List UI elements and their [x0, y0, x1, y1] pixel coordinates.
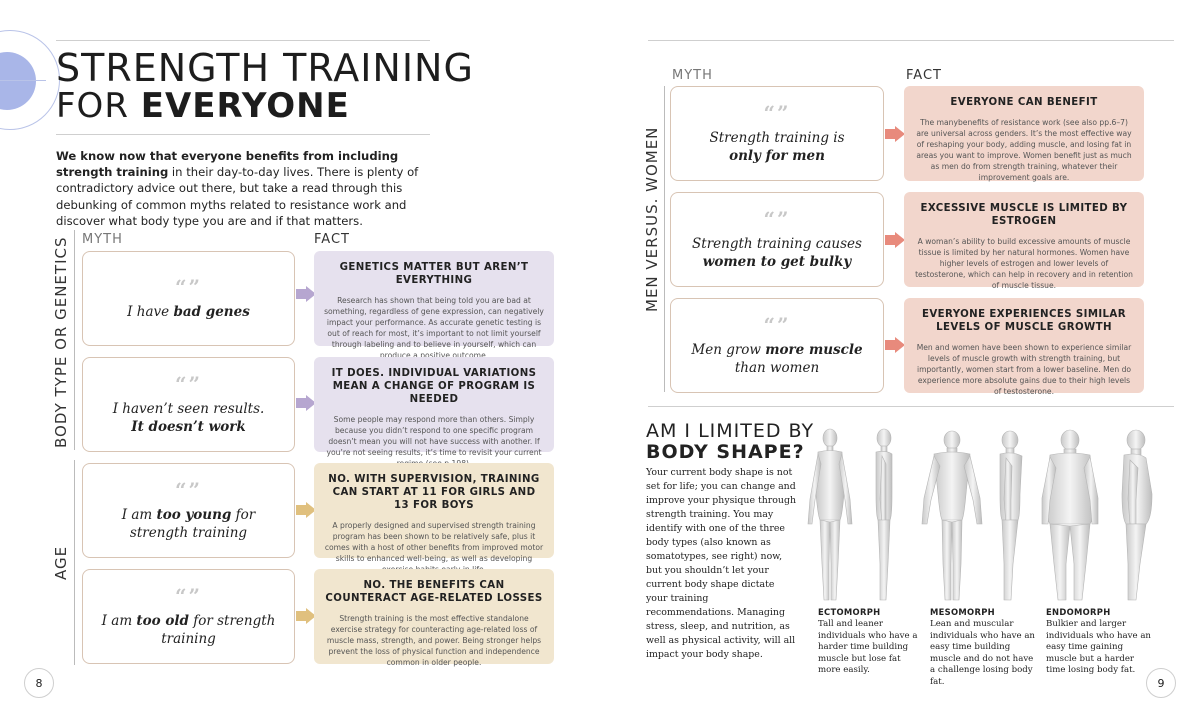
corner-line-decoration: [0, 80, 46, 81]
myth-header-left: MYTH: [82, 232, 123, 247]
arrow-right-icon: [306, 608, 316, 624]
ectomorph-front-figure: [807, 428, 853, 601]
arrow-shaft: [885, 340, 895, 350]
intro-rest: in their day-to-day lives. There is plen…: [56, 165, 419, 228]
quote-icon: “”: [174, 274, 202, 299]
quote-icon: “”: [174, 371, 202, 396]
body-shape-heading-line2: BODY SHAPE?: [646, 441, 805, 463]
quote-icon: “”: [763, 206, 791, 231]
section-label-age: AGE: [52, 545, 70, 580]
section-divider-men-women: [664, 86, 665, 392]
intro-bold: We know now that everyone benefits from …: [56, 149, 399, 180]
fact-body: A properly designed and supervised stren…: [324, 521, 544, 574]
mesomorph-side-figure: [999, 430, 1023, 601]
fact-title: GENETICS MATTER BUT AREN’T EVERYTHING: [339, 262, 529, 286]
somatotype-figures-illustration: [807, 428, 1153, 601]
endomorph-front-figure: [1041, 429, 1099, 601]
body-shape-heading-line1: AM I LIMITED BY: [646, 420, 815, 442]
fact-header-right: FACT: [906, 68, 942, 83]
title-bold: EVERYONE: [140, 86, 350, 126]
quote-icon: “”: [763, 100, 791, 125]
myth-card: “” I haven’t seen results.It doesn’t wor…: [82, 357, 295, 452]
endomorph-side-figure: [1121, 429, 1153, 601]
intro-paragraph: We know now that everyone benefits from …: [56, 148, 434, 229]
title-light: FOR: [56, 86, 141, 126]
fact-title: EVERYONE EXPERIENCES SIMILAR LEVELS OF M…: [922, 309, 1126, 333]
mesomorph-front-figure: [921, 430, 983, 601]
fact-body: The manybenefits of resistance work (see…: [916, 118, 1132, 182]
section-divider-age: [74, 460, 75, 665]
arrow-right-icon: [895, 126, 905, 142]
fact-body: Some people may respond more than others…: [326, 415, 542, 468]
arrow-shaft: [296, 505, 306, 515]
arrow-right-icon: [306, 286, 316, 302]
myth-text: I have bad genes: [127, 303, 250, 320]
somatotype-mesomorph: MESOMORPH Lean and muscular individuals …: [930, 607, 1035, 688]
fact-title: NO. THE BENEFITS CAN COUNTERACT AGE-RELA…: [325, 580, 543, 604]
somatotype-description: Bulkier and larger individuals who have …: [1046, 619, 1151, 675]
arrow-right-icon: [306, 395, 316, 411]
fact-card: GENETICS MATTER BUT AREN’T EVERYTHING Re…: [314, 251, 554, 360]
myth-card: “” I am too old for strength training: [82, 569, 295, 664]
fact-body: Research has shown that being told you a…: [324, 296, 544, 360]
quote-icon: “”: [174, 583, 202, 608]
arrow-shaft: [296, 289, 306, 299]
page-title-line2: FOR EVERYONE: [56, 88, 350, 124]
myth-text: I am too young for strength training: [121, 506, 256, 541]
arrow-shaft: [885, 235, 895, 245]
fact-card: NO. WITH SUPERVISION, TRAINING CAN START…: [314, 463, 554, 574]
myth-header-right: MYTH: [672, 68, 713, 83]
fact-title: EXCESSIVE MUSCLE IS LIMITED BY ESTROGEN: [920, 203, 1128, 227]
quote-icon: “”: [174, 477, 202, 502]
fact-card: EVERYONE CAN BENEFIT The manybenefits of…: [904, 86, 1144, 182]
fact-header-left: FACT: [314, 232, 350, 247]
arrow-right-icon: [306, 502, 316, 518]
arrow-shaft: [296, 398, 306, 408]
myth-text: I am too old for strength training: [101, 612, 276, 647]
fact-title: EVERYONE CAN BENEFIT: [950, 97, 1098, 108]
top-rule-left: [56, 40, 430, 41]
section-label-body-type: BODY TYPE OR GENETICS: [52, 236, 70, 449]
page-number-right: 9: [1146, 668, 1176, 698]
page-number-left: 8: [24, 668, 54, 698]
fact-body: A woman’s ability to build excessive amo…: [915, 237, 1133, 290]
somatotype-name: ENDOMORPH: [1046, 607, 1111, 617]
fact-title: NO. WITH SUPERVISION, TRAINING CAN START…: [328, 474, 540, 511]
myth-text: I haven’t seen results.It doesn’t work: [112, 400, 265, 435]
myth-card: “” I am too young for strength training: [82, 463, 295, 558]
section-rule-body-shape: [648, 406, 1174, 407]
fact-title: IT DOES. INDIVIDUAL VARIATIONS MEAN A CH…: [331, 368, 537, 405]
fact-card: EVERYONE EXPERIENCES SIMILAR LEVELS OF M…: [904, 298, 1144, 396]
title-rule: [56, 134, 430, 135]
arrow-shaft: [296, 611, 306, 621]
ectomorph-side-figure: [875, 428, 893, 601]
fact-card: NO. THE BENEFITS CAN COUNTERACT AGE-RELA…: [314, 569, 554, 667]
page-title-line1: STRENGTH TRAINING: [56, 46, 474, 90]
arrow-shaft: [885, 129, 895, 139]
myth-card: “” I have bad genes: [82, 251, 295, 346]
fact-card: IT DOES. INDIVIDUAL VARIATIONS MEAN A CH…: [314, 357, 554, 468]
somatotype-ectomorph: ECTOMORPH Tall and leaner individuals wh…: [818, 607, 918, 677]
somatotype-description: Lean and muscular individuals who have a…: [930, 619, 1035, 687]
top-rule-right: [648, 40, 1174, 41]
somatotype-name: MESOMORPH: [930, 607, 995, 617]
arrow-right-icon: [895, 337, 905, 353]
section-label-men-women: MEN VERSUS. WOMEN: [643, 126, 661, 312]
somatotype-name: ECTOMORPH: [818, 607, 881, 617]
fact-card: EXCESSIVE MUSCLE IS LIMITED BY ESTROGEN …: [904, 192, 1144, 290]
arrow-right-icon: [895, 232, 905, 248]
fact-body: Men and women have been shown to experie…: [916, 343, 1132, 396]
section-divider-body: [74, 230, 75, 450]
quote-icon: “”: [763, 312, 791, 337]
somatotype-description: Tall and leaner individuals who have a h…: [818, 619, 918, 675]
body-shape-paragraph: Your current body shape is not set for l…: [646, 467, 796, 660]
somatotype-endomorph: ENDOMORPH Bulkier and larger individuals…: [1046, 607, 1151, 677]
fact-body: Strength training is the most effective …: [326, 614, 542, 667]
